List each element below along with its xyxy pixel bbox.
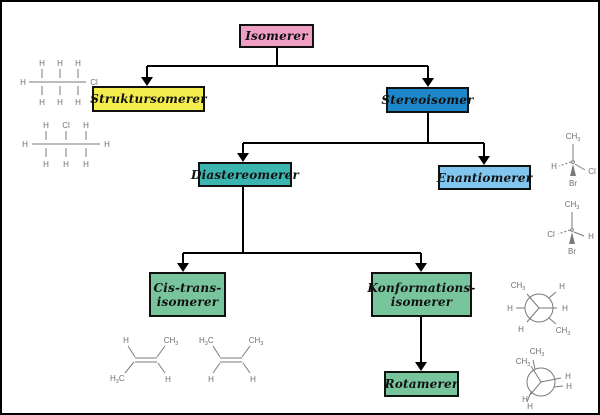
wedge-bond: [569, 232, 575, 244]
atom-label: H: [43, 160, 49, 169]
atom-label: CH3: [511, 281, 526, 292]
atom-label: H: [588, 232, 594, 241]
molecule-enantiomer-2: CH3 Cl H Br: [547, 200, 594, 256]
atom-label: CH3: [566, 132, 581, 143]
molecule-enantiomer-1: CH3 H Cl Br: [551, 132, 596, 188]
atom-label: H: [83, 160, 89, 169]
atom-label: H: [22, 140, 28, 149]
atom-label: H: [551, 162, 557, 171]
atom-label: Cl: [90, 78, 98, 87]
arrowhead-to-konformations: [415, 263, 427, 272]
node-konformations-line2: isomerer: [390, 294, 453, 309]
atom-label: H: [43, 121, 49, 130]
atom-label: H: [507, 304, 513, 313]
atom-label: CH3: [249, 336, 264, 347]
atom-label: H: [57, 98, 63, 107]
atom-label: CH3: [516, 357, 531, 368]
atom-label: H: [63, 160, 69, 169]
arrowhead-to-diastereomerer: [237, 153, 249, 162]
atom-label: H: [165, 375, 171, 384]
node-struktursomerer: Struktursomerer: [90, 86, 207, 112]
atom-label: H: [83, 121, 89, 130]
arrowhead-to-stereoisomer: [422, 78, 434, 87]
connector-konformations-rotamerer: [415, 317, 427, 371]
atom-label: H: [39, 98, 45, 107]
node-cis-trans-line1: Cis-trans-: [153, 280, 222, 295]
atom-label: CH3: [556, 326, 571, 337]
node-rotamerer: Rotamerer: [384, 371, 459, 397]
atom-label: H: [75, 59, 81, 68]
molecule-newman-eclipsed: CH3 CH3 H H H H: [516, 347, 572, 411]
arrowhead-to-rotamerer: [415, 362, 427, 371]
atom-label: H: [559, 282, 565, 291]
atom-label: CH3: [164, 336, 179, 347]
molecule-newman-staggered: CH3 H H H H CH3: [507, 281, 571, 337]
atom-label: H: [527, 402, 533, 411]
atom-label: H: [75, 98, 81, 107]
atom-label: CH3: [565, 200, 580, 211]
atom-label: Br: [569, 179, 577, 188]
atom-label: H3C: [199, 336, 214, 347]
atom-label: H: [562, 304, 568, 313]
node-cis-trans-line2: isomerer: [156, 294, 219, 309]
node-konformations-line1: Konformations-: [367, 280, 476, 295]
node-struktursomerer-label: Struktursomerer: [90, 92, 207, 106]
atom-label: H: [208, 375, 214, 384]
node-diastereomerer: Diastereomerer: [191, 162, 299, 187]
node-isomerer-label: Isomerer: [245, 29, 308, 43]
arrowhead-to-cis-trans: [177, 263, 189, 272]
atom-label: Cl: [62, 121, 70, 130]
node-stereoisomer-label: Stereoisomer: [381, 93, 474, 107]
connector-diastereomerer-children: [177, 187, 427, 272]
atom-label: H: [20, 78, 26, 87]
atom-label: H3C: [110, 374, 125, 385]
atom-label: H: [522, 395, 528, 404]
connector-stereoisomer-children: [237, 113, 490, 165]
molecule-trans-2-butene: H CH3 H3C H: [110, 336, 179, 385]
node-enantiomerer-label: Enantiomerer: [436, 170, 533, 185]
atom-label: H: [250, 375, 256, 384]
atom-label: H: [104, 140, 110, 149]
atom-label: H: [39, 59, 45, 68]
atom-label: H: [566, 382, 572, 391]
node-diastereomerer-label: Diastereomerer: [190, 167, 300, 182]
node-konformations-isomerer: Konformations- isomerer: [367, 272, 475, 317]
atom-label: H: [518, 325, 524, 334]
atom-label: Br: [568, 247, 576, 256]
node-rotamerer-label: Rotamerer: [384, 377, 459, 391]
arrowhead-to-struktur: [141, 77, 153, 86]
node-cis-trans-isomerer: Cis-trans- isomerer: [149, 272, 226, 317]
connector-isomerer-children: [141, 48, 434, 87]
atom-label: H: [57, 59, 63, 68]
atom-label: H: [123, 336, 129, 345]
node-enantiomerer: Enantiomerer: [436, 165, 533, 190]
wedge-bond: [570, 164, 576, 176]
atom-label: CH3: [530, 347, 545, 358]
molecule-cis-2-butene: H3C CH3 H H: [199, 336, 264, 384]
molecule-2-chloropropane: H H H Cl H H H H: [22, 121, 110, 169]
atom-label: Cl: [588, 167, 596, 176]
molecule-1-chloropropane: H Cl H H H H H H: [20, 59, 98, 107]
atom-label: H: [565, 372, 571, 381]
atom-label: Cl: [547, 230, 555, 239]
arrowhead-to-enantiomerer: [478, 156, 490, 165]
node-isomerer: Isomerer: [239, 24, 314, 48]
node-stereoisomer: Stereoisomer: [381, 87, 473, 113]
